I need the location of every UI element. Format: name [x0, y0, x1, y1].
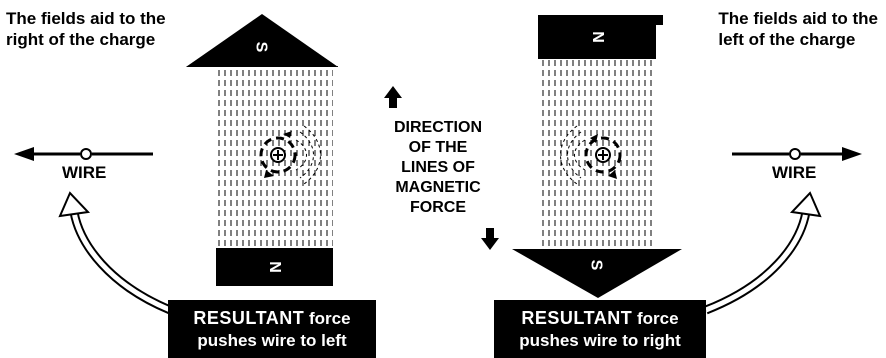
- left-wire-point: [81, 149, 91, 159]
- result-left-strong: RESULTANT: [193, 308, 304, 328]
- result-left-rest: force: [309, 309, 351, 328]
- caption-left-line-1: The fields aid to the: [6, 8, 166, 29]
- caption-right-line-1: The fields aid to the: [718, 8, 878, 29]
- caption-right: The fields aid to the left of the charge: [718, 8, 878, 50]
- right-curved-arrowhead-icon: [792, 193, 820, 216]
- result-box-right: RESULTANT force pushes wire to right: [494, 300, 706, 358]
- right-curved-arrow: [706, 193, 820, 310]
- result-right-rest: force: [637, 309, 679, 328]
- caption-left: The fields aid to the right of the charg…: [6, 8, 166, 50]
- left-magnet: [186, 14, 338, 286]
- right-bottom-pole-arrow: [512, 249, 682, 298]
- right-top-pole-label: N: [588, 31, 606, 43]
- result-box-left: RESULTANT force pushes wire to left: [168, 300, 376, 358]
- right-wire: [732, 147, 862, 161]
- left-curved-arrowhead-icon: [60, 193, 88, 216]
- down-arrow-icon: [481, 228, 499, 250]
- left-top-pole-label: S: [251, 42, 269, 53]
- result-right-line-2: pushes wire to right: [494, 330, 706, 352]
- direction-label-line-3: LINES OF: [390, 158, 486, 178]
- left-wire-arrow-icon: [14, 147, 34, 161]
- right-wire-label: WIRE: [772, 163, 816, 183]
- left-curved-arrow: [60, 193, 170, 310]
- left-wire: [14, 147, 153, 161]
- result-right-strong: RESULTANT: [521, 308, 632, 328]
- up-arrow-icon: [384, 86, 402, 108]
- direction-label-line-1: DIRECTION: [390, 118, 486, 138]
- left-bottom-pole-label: N: [265, 261, 283, 273]
- left-wire-label: WIRE: [62, 163, 106, 183]
- direction-label: DIRECTION OF THE LINES OF MAGNETIC FORCE: [390, 118, 486, 218]
- caption-right-line-2: left of the charge: [718, 29, 878, 50]
- direction-label-line-4: MAGNETIC: [390, 178, 486, 198]
- caption-left-line-2: right of the charge: [6, 29, 166, 50]
- right-bottom-pole-label: S: [586, 260, 604, 271]
- right-wire-arrow-icon: [842, 147, 862, 161]
- direction-label-line-2: OF THE: [390, 138, 486, 158]
- result-left-line-2: pushes wire to left: [168, 330, 376, 352]
- right-magnet: [512, 15, 682, 298]
- direction-label-line-5: FORCE: [390, 198, 486, 218]
- right-wire-point: [790, 149, 800, 159]
